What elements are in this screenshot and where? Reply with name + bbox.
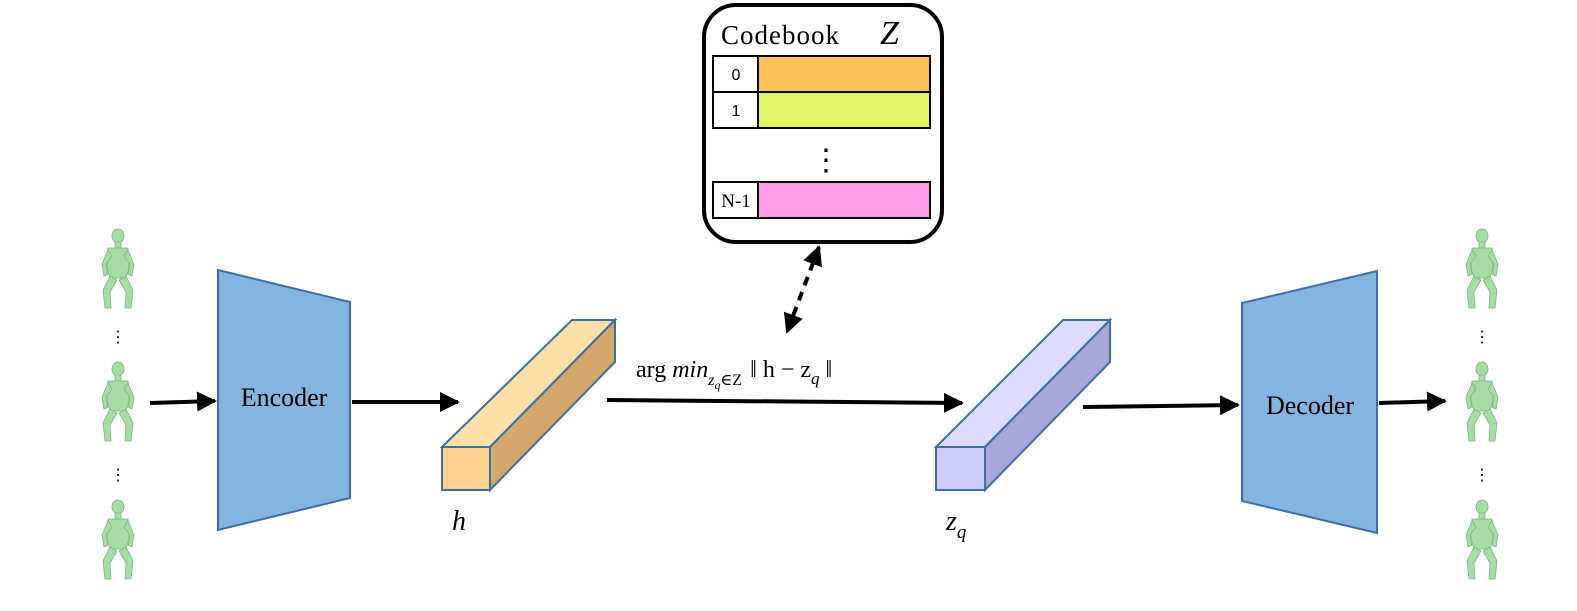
input-pose-ellipsis-top: ⋮ bbox=[110, 329, 126, 346]
latent-zq-bar bbox=[933, 317, 1113, 493]
codebook-title: Codebook bbox=[721, 20, 840, 50]
codebook-entry-last-label: N-1 bbox=[721, 191, 751, 212]
codebook-entry-0-label: 0 bbox=[732, 67, 741, 84]
output-pose-ellipsis-top: ⋮ bbox=[1474, 329, 1490, 346]
latent-zq-label: zq bbox=[945, 506, 967, 543]
codebook-ellipsis: ⋮ bbox=[811, 144, 841, 177]
codebook-entry-last-vector bbox=[757, 181, 931, 219]
codebook-panel: Codebook Z 0 1 ⋮ N-1 bbox=[702, 3, 944, 244]
output-pose-sequence: ⋮ ⋮ bbox=[1465, 228, 1499, 580]
arrow-input-to-encoder bbox=[149, 391, 217, 412]
input-pose-figure bbox=[101, 361, 135, 442]
output-pose-figure bbox=[1465, 499, 1499, 580]
latent-zq-front-face bbox=[935, 446, 986, 491]
latent-h-bar bbox=[439, 317, 618, 493]
decoder-label: Decoder bbox=[1266, 391, 1354, 420]
codebook-entry-last-index bbox=[712, 181, 759, 219]
codebook-entry-0-vector bbox=[757, 55, 931, 93]
decoder-block: Decoder bbox=[1241, 269, 1378, 535]
latent-h-label: h bbox=[452, 506, 466, 537]
output-pose-figure bbox=[1465, 361, 1499, 442]
input-pose-figure bbox=[101, 228, 135, 309]
output-pose-ellipsis-bottom: ⋮ bbox=[1474, 467, 1490, 484]
codebook-entry-1-index bbox=[712, 91, 759, 129]
encoder-block: Encoder bbox=[217, 268, 351, 532]
decoder-trapezoid bbox=[1241, 269, 1378, 535]
codebook-symbol: Z bbox=[880, 15, 900, 52]
encoder-label: Encoder bbox=[241, 383, 328, 412]
output-pose-figure bbox=[1465, 228, 1499, 309]
arrow-h-to-zq bbox=[606, 392, 964, 413]
input-pose-figure bbox=[101, 499, 135, 580]
arrow-decoder-to-output bbox=[1378, 391, 1447, 412]
input-pose-sequence: ⋮ ⋮ bbox=[101, 228, 135, 580]
codebook-entry-1-label: 1 bbox=[732, 103, 741, 120]
arrow-codebook-lookup bbox=[783, 245, 823, 334]
codebook-entry-1-vector bbox=[757, 91, 931, 129]
arrows bbox=[149, 245, 1447, 416]
arrow-zq-to-decoder bbox=[1082, 395, 1240, 416]
input-pose-ellipsis-bottom: ⋮ bbox=[110, 467, 126, 484]
encoder-trapezoid bbox=[217, 268, 351, 532]
latent-h-front-face bbox=[441, 446, 491, 491]
